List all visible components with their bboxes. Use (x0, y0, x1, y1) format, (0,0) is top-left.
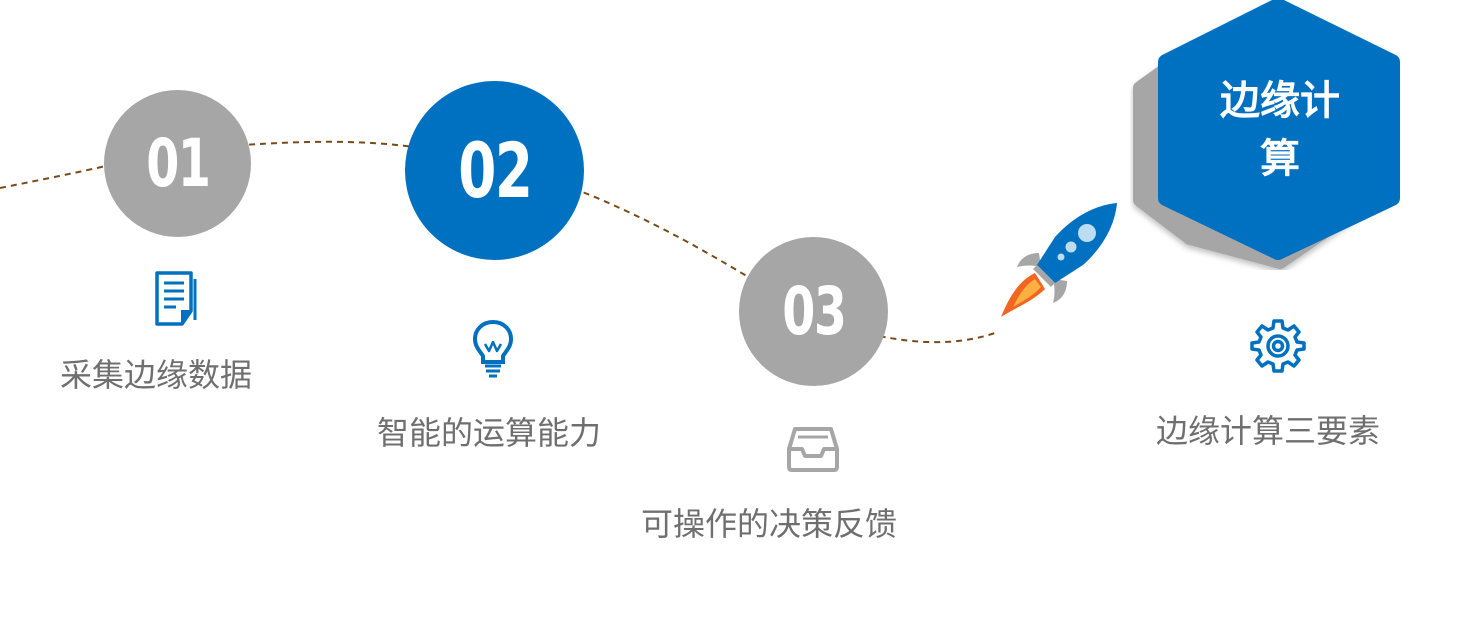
summary-title: 边缘计 算 (1200, 72, 1360, 188)
step-number: 03 (781, 273, 847, 350)
rocket-icon (1001, 203, 1117, 317)
step-number: 01 (145, 125, 211, 202)
document-icon (155, 271, 197, 326)
lightbulb-icon (472, 319, 514, 378)
step-circle-01: 01 (104, 90, 251, 237)
step-label-01: 采集边缘数据 (60, 356, 253, 394)
summary-title-text: 边缘计 算 (1220, 78, 1340, 182)
step-circle-02: 02 (405, 81, 584, 260)
gear-icon (1250, 319, 1306, 373)
summary-hexagon (1133, 0, 1400, 269)
step-label-02: 智能的运算能力 (377, 414, 602, 452)
step-circle-03: 03 (739, 237, 888, 386)
summary-label: 边缘计算三要素 (1156, 412, 1381, 450)
step-number: 02 (457, 126, 533, 215)
step-label-03: 可操作的决策反馈 (641, 505, 898, 543)
inbox-tray-icon (787, 427, 839, 472)
